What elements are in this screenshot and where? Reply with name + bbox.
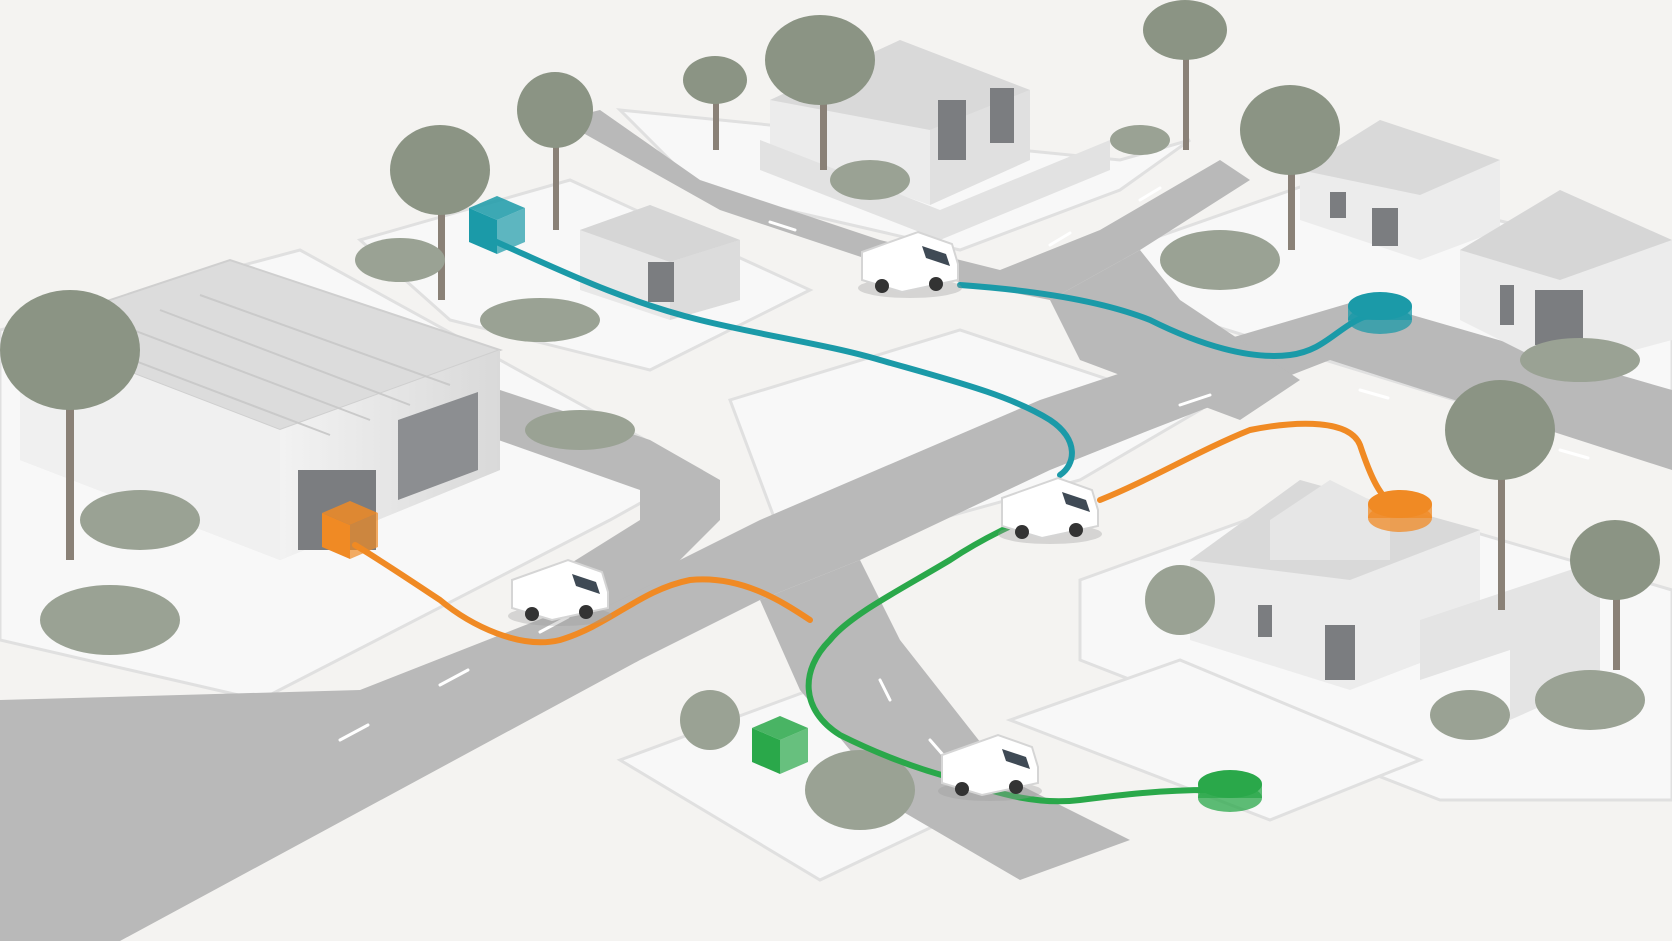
drop-point-disc-icon bbox=[1198, 770, 1262, 812]
shrub-icon bbox=[355, 238, 445, 282]
depot-cube-icon bbox=[322, 501, 378, 559]
shrub-icon bbox=[680, 690, 740, 750]
shrub-icon bbox=[830, 160, 910, 200]
warehouse bbox=[17, 258, 504, 560]
shrub-icon bbox=[805, 750, 915, 830]
tree-icon bbox=[1143, 0, 1227, 150]
delivery-van-icon bbox=[508, 558, 612, 626]
tree-icon bbox=[390, 125, 490, 300]
route-line-green bbox=[805, 502, 1213, 805]
tree-icon bbox=[517, 72, 593, 230]
garage-door bbox=[648, 262, 674, 302]
garage-shed bbox=[580, 205, 740, 320]
shrub-icon bbox=[480, 298, 600, 342]
house-north-east bbox=[1300, 120, 1500, 260]
vans bbox=[508, 230, 1102, 801]
route-line-orange bbox=[352, 420, 1403, 646]
garage-door bbox=[990, 88, 1014, 143]
road-north-loop bbox=[560, 110, 1250, 300]
delivery-van-icon bbox=[998, 476, 1102, 544]
delivery-routes bbox=[352, 237, 1403, 805]
shrub-icon bbox=[1160, 230, 1280, 290]
shrub-icon bbox=[1145, 565, 1215, 635]
tree-icon bbox=[1240, 85, 1340, 250]
shrub-icon bbox=[1110, 125, 1170, 155]
shrub-icon bbox=[1520, 338, 1640, 382]
depot-cube-icon bbox=[469, 196, 525, 254]
shrub-icon bbox=[1535, 670, 1645, 730]
buildings bbox=[17, 40, 1672, 720]
shrub-icon bbox=[525, 410, 635, 450]
loading-bay bbox=[398, 392, 478, 500]
delivery-van-icon bbox=[858, 230, 962, 298]
road-main-diagonal bbox=[0, 300, 1672, 941]
yard-wall bbox=[760, 140, 1110, 240]
depot-cube-icon bbox=[752, 716, 808, 774]
shrub-icon bbox=[80, 490, 200, 550]
shrub-icon bbox=[40, 585, 180, 655]
delivery-van-icon bbox=[938, 733, 1042, 801]
route-markers bbox=[322, 196, 1432, 812]
shrub-icon bbox=[1430, 690, 1510, 740]
road-cross-north bbox=[1050, 250, 1300, 420]
house-east bbox=[1460, 190, 1672, 370]
tree-icon bbox=[0, 290, 140, 560]
drop-point-disc-icon bbox=[1348, 292, 1412, 334]
garage-door bbox=[938, 100, 966, 160]
tree-icon bbox=[765, 15, 875, 170]
vegetation bbox=[0, 0, 1660, 830]
lot-southeast bbox=[1005, 658, 1424, 822]
tree-icon bbox=[683, 56, 747, 150]
drop-point-disc-icon bbox=[1368, 490, 1432, 532]
route-line-teal bbox=[489, 237, 1383, 478]
tree-icon bbox=[1570, 520, 1660, 670]
tree-icon bbox=[1445, 380, 1555, 610]
